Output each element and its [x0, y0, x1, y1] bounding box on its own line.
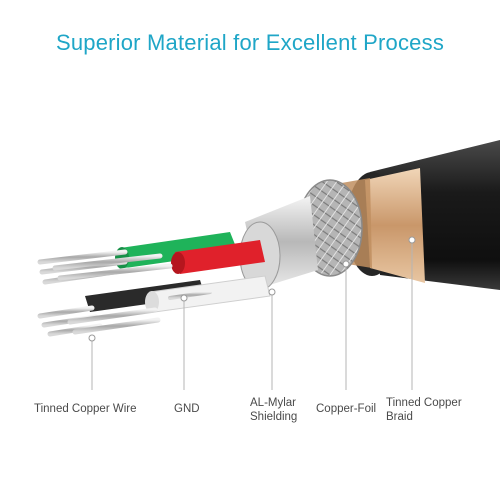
label-al-mylar-line2: Shielding — [250, 411, 298, 423]
label-gnd: GND — [174, 403, 200, 415]
label-braid-line1: Tinned Copper — [386, 397, 462, 409]
label-tinned-copper-braid: Tinned Copper Braid — [386, 396, 462, 424]
leader-dots — [88, 236, 416, 342]
page-title: Superior Material for Excellent Process — [55, 30, 445, 55]
white-wire — [145, 275, 271, 313]
label-al-mylar-line1: AL-Mylar — [250, 397, 297, 409]
label-tinned-copper-wire: Tinned Copper Wire — [34, 403, 137, 415]
red-wire — [171, 240, 265, 274]
label-copper-foil: Copper-Foil — [316, 403, 377, 415]
label-braid-line2: Braid — [386, 411, 413, 423]
tinned-strands — [37, 249, 212, 337]
label-al-mylar-shielding: AL-Mylar Shielding — [250, 396, 297, 424]
leader-lines — [91, 240, 413, 390]
black-wire — [85, 280, 205, 312]
